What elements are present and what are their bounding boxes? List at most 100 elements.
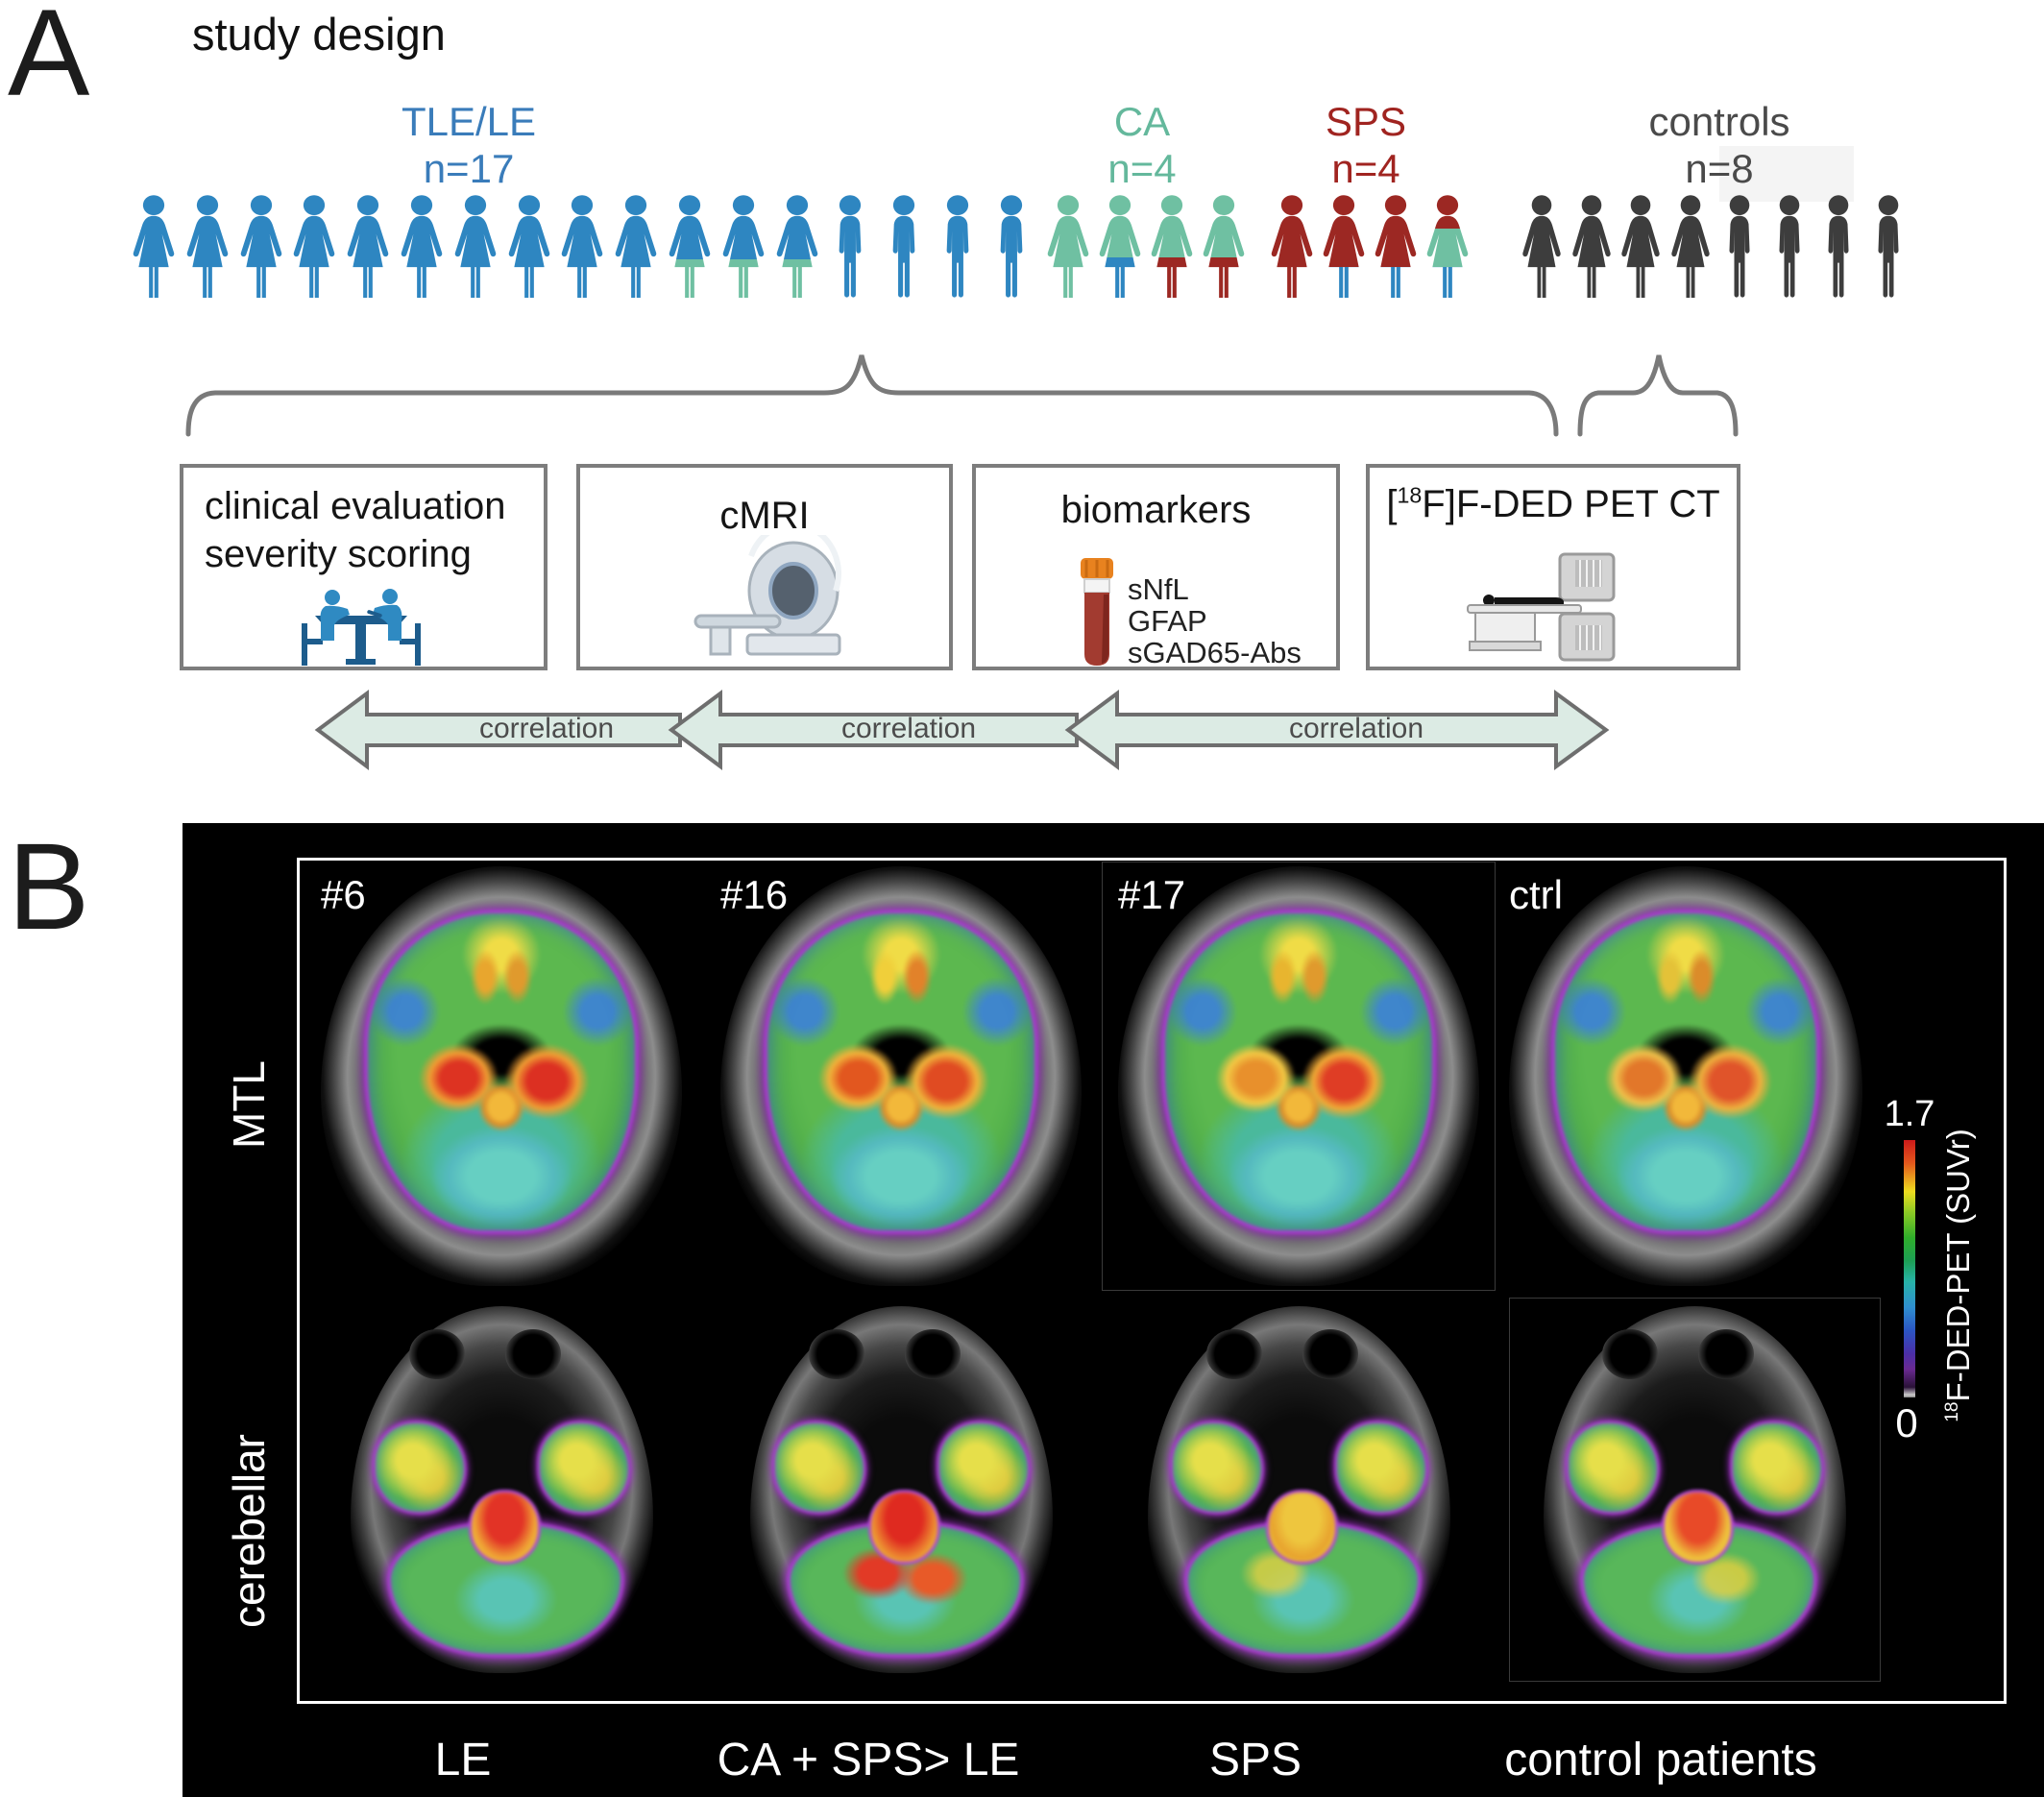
pet-temporal-lobe <box>936 1421 1032 1515</box>
male-person-icon <box>986 194 1037 303</box>
female-person-icon <box>1422 194 1473 303</box>
pet-scan-mtl-le: #6 <box>305 862 697 1290</box>
cmri-box: cMRI <box>576 464 953 670</box>
scan-id-label: #16 <box>720 872 789 917</box>
biomarker-item: sNfL <box>1128 572 1189 606</box>
eye-orbit <box>1602 1328 1658 1379</box>
female-person-icon <box>1198 194 1250 303</box>
female-person-icon <box>610 194 662 303</box>
male-person-icon <box>1814 194 1862 303</box>
correlation-label: correlation <box>478 713 615 744</box>
female-person-icon <box>1094 194 1146 303</box>
pet-scan-cerebellar-ca-sps <box>717 1299 1086 1681</box>
eye-orbit <box>505 1328 562 1379</box>
column-label-sps: SPS <box>1208 1735 1302 1785</box>
female-person-icon <box>1318 194 1370 303</box>
colorbar-min-label: 0 <box>1895 1400 1918 1445</box>
pet-scan-cerebellar-ctrl <box>1510 1299 1880 1681</box>
pet-overlay-brain <box>1551 909 1820 1235</box>
box-title: [18F]F-DED PET CT <box>1386 482 1720 525</box>
biomarker-list: sNfL GFAP sGAD65-Abs <box>1128 573 1302 668</box>
biomarkers-box: biomarkers sNfL GFAP sGAD65-Abs <box>972 464 1340 670</box>
group-label-controls: controls n=8 <box>1648 98 1789 192</box>
eye-orbit <box>905 1328 961 1379</box>
female-person-icon <box>128 194 180 303</box>
male-person-icon <box>1716 194 1764 303</box>
group-name: SPS <box>1325 99 1407 144</box>
female-person-icon <box>1667 194 1715 303</box>
box-title: cMRI <box>719 495 810 537</box>
group-name: controls <box>1648 99 1790 144</box>
female-person-icon <box>1370 194 1422 303</box>
pet-brainstem <box>468 1490 542 1565</box>
pet-temporal-lobe <box>1333 1421 1429 1515</box>
female-person-icon <box>450 194 501 303</box>
correlation-label: correlation <box>840 713 977 744</box>
group-braces <box>185 354 1739 437</box>
box-title-line2: severity scoring <box>205 533 472 575</box>
female-person-icon <box>1617 194 1665 303</box>
correlation-arrows <box>314 690 1610 770</box>
interview-icon <box>302 589 421 666</box>
pet-overlay-brain <box>364 909 639 1235</box>
female-person-icon <box>288 194 340 303</box>
female-person-icon <box>503 194 555 303</box>
group-count: n=17 <box>423 146 515 191</box>
mri-scanner-icon <box>694 535 842 656</box>
suvr-colorbar <box>1904 1140 1915 1397</box>
male-person-icon <box>932 194 984 303</box>
pet-overlay-brain <box>1161 909 1436 1235</box>
scan-id-label: #17 <box>1118 872 1186 917</box>
pet-temporal-lobe <box>536 1421 632 1515</box>
image-grid-frame <box>297 858 2007 1704</box>
female-person-icon <box>1568 194 1616 303</box>
male-person-icon <box>1864 194 1912 303</box>
colorbar-max-label: 1.7 <box>1884 1094 1935 1134</box>
scan-id-label: ctrl <box>1509 872 1563 917</box>
pet-ct-box: [18F]F-DED PET CT <box>1366 464 1740 670</box>
female-person-icon <box>1266 194 1318 303</box>
box-title: biomarkers <box>1060 489 1252 531</box>
brace-large <box>185 354 1559 437</box>
pet-image-panel: MTL cerebellar #6 #16 #17 ctrl <box>182 823 2044 1797</box>
group-count: n=4 <box>1331 146 1400 191</box>
female-person-icon <box>342 194 394 303</box>
row-label-cerebellar: cerebellar <box>224 1434 274 1628</box>
biomarker-item: sGAD65-Abs <box>1128 636 1302 669</box>
eye-orbit <box>409 1328 465 1379</box>
eye-orbit <box>1206 1328 1262 1379</box>
group-label-tle: TLE/LE n=17 <box>402 98 536 192</box>
female-person-icon <box>235 194 287 303</box>
pet-brainstem <box>867 1490 941 1565</box>
female-person-icon <box>1042 194 1094 303</box>
group-label-sps: SPS n=4 <box>1326 98 1406 192</box>
pet-brainstem <box>1661 1490 1735 1565</box>
pet-scan-mtl-ca-sps: #16 <box>705 862 1097 1290</box>
group-count: n=8 <box>1685 146 1754 191</box>
pet-overlay-brain <box>764 909 1038 1235</box>
female-person-icon <box>1518 194 1566 303</box>
pet-cerebellum <box>387 1519 624 1659</box>
pet-ct-scanner-icon <box>1467 552 1616 662</box>
female-person-icon <box>718 194 769 303</box>
eye-orbit <box>1302 1328 1359 1379</box>
female-person-icon <box>556 194 608 303</box>
pet-scan-cerebellar-le <box>317 1299 687 1681</box>
column-label-ca-sps-le: CA + SPS> LE <box>717 1735 1020 1785</box>
correlation-label: correlation <box>1288 713 1424 744</box>
pet-temporal-lobe <box>372 1421 468 1515</box>
male-person-icon <box>1765 194 1813 303</box>
pet-scan-cerebellar-sps <box>1114 1299 1484 1681</box>
pet-temporal-lobe <box>771 1421 867 1515</box>
group-name: TLE/LE <box>401 99 537 144</box>
group-count: n=4 <box>1107 146 1177 191</box>
eye-orbit <box>809 1328 864 1379</box>
group-label-ca: CA n=4 <box>1107 98 1176 192</box>
pet-temporal-lobe <box>1729 1421 1825 1515</box>
pet-scan-mtl-ctrl: ctrl <box>1494 862 1878 1290</box>
female-person-icon <box>182 194 233 303</box>
pet-scan-mtl-sps: #17 <box>1103 862 1495 1290</box>
female-person-icon <box>771 194 823 303</box>
highlight-artifact <box>1719 146 1854 202</box>
